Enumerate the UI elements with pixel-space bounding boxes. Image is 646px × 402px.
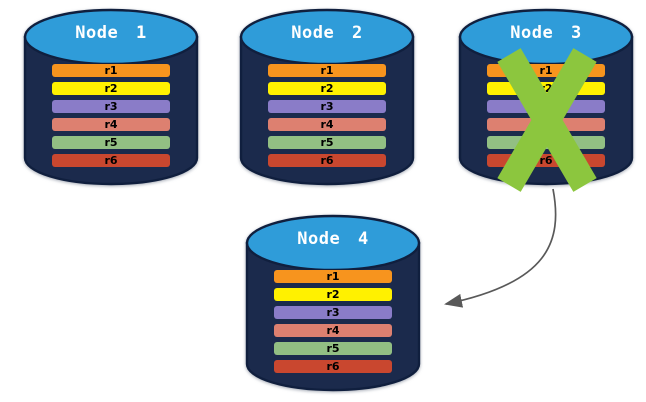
replica-bar-r6: r6 xyxy=(268,154,386,167)
replica-bar-r3: r3 xyxy=(52,100,170,113)
replica-bar-r2: r2 xyxy=(52,82,170,95)
replica-list: r1 r2 r3 r4 r5 r6 xyxy=(52,64,170,167)
node-1: Node 1 r1 r2 r3 r4 r5 r6 xyxy=(22,8,200,190)
replica-bar-r4: r4 xyxy=(274,324,392,337)
replica-bar-r1: r1 xyxy=(274,270,392,283)
node-2: Node 2 r1 r2 r3 r4 r5 r6 xyxy=(238,8,416,190)
replica-bar-r5: r5 xyxy=(274,342,392,355)
replica-list: r1 r2 r3 r4 r5 r6 xyxy=(274,270,392,373)
node-title: Node 3 xyxy=(510,23,582,43)
replica-bar-r1: r1 xyxy=(268,64,386,77)
replica-bar-r2: r2 xyxy=(274,288,392,301)
replica-bar-r1: r1 xyxy=(52,64,170,77)
replica-bar-r5: r5 xyxy=(52,136,170,149)
failure-cross-icon xyxy=(497,48,597,192)
replica-bar-r3: r3 xyxy=(268,100,386,113)
replica-bar-r2: r2 xyxy=(268,82,386,95)
replica-list: r1 r2 r3 r4 r5 r6 xyxy=(268,64,386,167)
node-title: Node 2 xyxy=(291,23,363,43)
node-title: Node 4 xyxy=(297,229,369,249)
replica-bar-r5: r5 xyxy=(268,136,386,149)
node-4: Node 4 r1 r2 r3 r4 r5 r6 xyxy=(244,214,422,396)
replica-bar-r6: r6 xyxy=(274,360,392,373)
replica-bar-r4: r4 xyxy=(52,118,170,131)
replica-bar-r3: r3 xyxy=(274,306,392,319)
replica-bar-r6: r6 xyxy=(52,154,170,167)
replica-bar-r4: r4 xyxy=(268,118,386,131)
node-title: Node 1 xyxy=(75,23,147,43)
node-3: Node 3 r1 r2 r3 r4 r5 r6 xyxy=(457,8,635,192)
